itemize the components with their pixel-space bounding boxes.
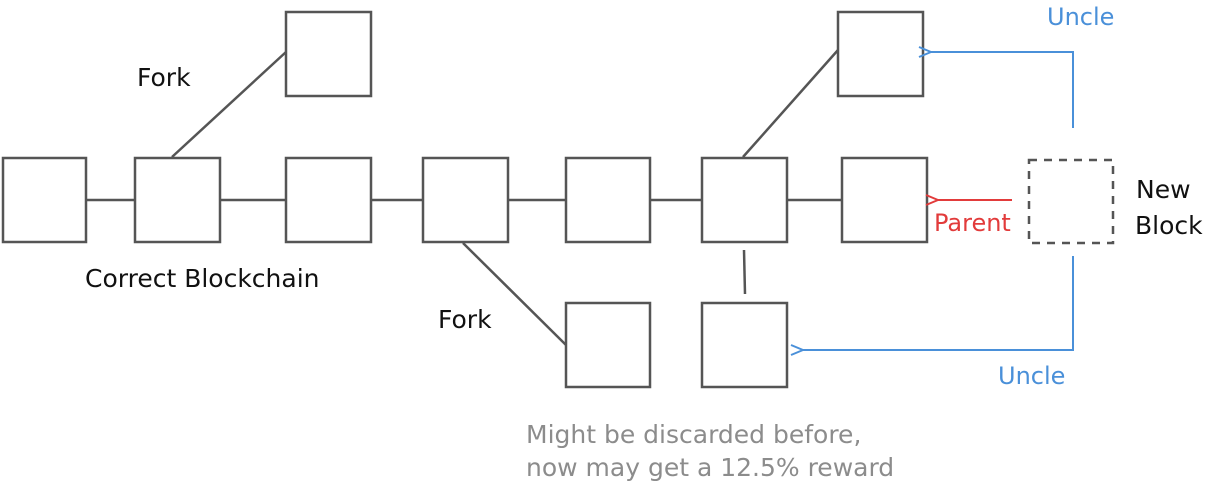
note-line-1: Might be discarded before, — [526, 420, 861, 449]
parent-label: Parent — [934, 209, 1011, 237]
new-block-label-line2: Block — [1135, 211, 1203, 240]
fork-label-top: Fork — [137, 63, 191, 92]
uncle-arrow-top — [931, 52, 1074, 128]
uncle-block-bottom — [700, 301, 789, 389]
fork-block-top — [284, 10, 373, 98]
fork-link-bottom — [462, 242, 567, 346]
fork-block-bottom — [564, 301, 652, 389]
uncle-link-top — [742, 49, 839, 158]
chain-block — [700, 156, 789, 244]
new-block — [1027, 158, 1115, 245]
uncle-label-bottom: Uncle — [998, 362, 1065, 390]
fork-link-top — [171, 51, 287, 158]
uncle-block-top — [836, 10, 925, 98]
uncle-label-top: Uncle — [1047, 3, 1114, 31]
note-line-2: now may get a 12.5% reward — [526, 453, 894, 482]
new-block-label-line1: New — [1136, 175, 1191, 204]
uncle-arrow-bottom — [803, 256, 1074, 350]
uncle-link-bottom — [742, 249, 747, 295]
chain-block — [1, 156, 88, 244]
chain-block — [564, 156, 652, 244]
chain-block — [421, 156, 510, 244]
correct-blockchain-label: Correct Blockchain — [85, 264, 320, 293]
chain-block — [284, 156, 373, 244]
fork-label-bottom: Fork — [438, 305, 492, 334]
parent-block — [840, 156, 929, 244]
chain-block — [133, 156, 222, 244]
